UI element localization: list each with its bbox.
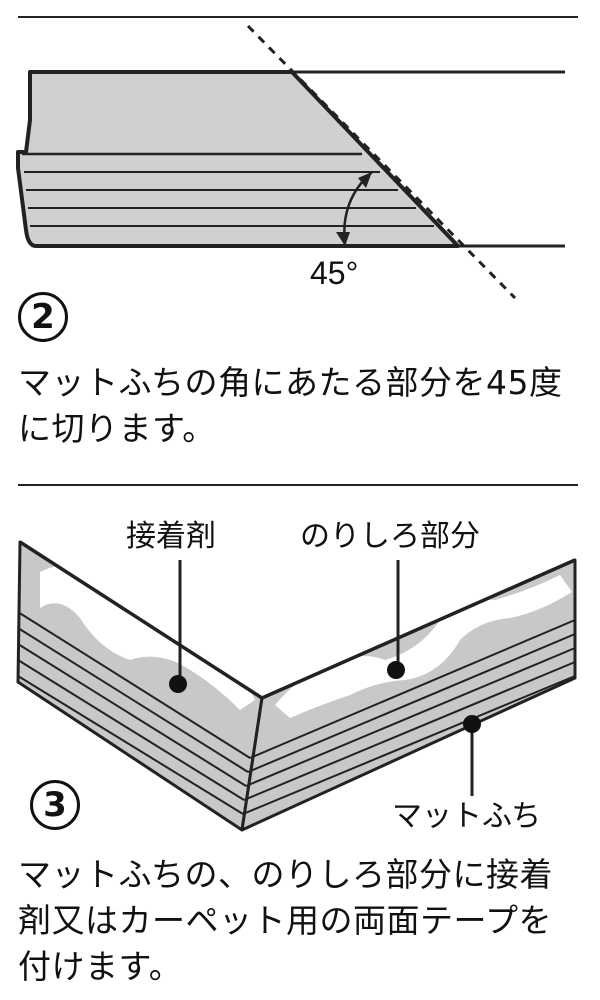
angle-label: 45° xyxy=(310,255,358,291)
adhesive-label: 接着剤 xyxy=(126,519,216,554)
corner-adhesive-diagram xyxy=(16,540,577,832)
top-divider xyxy=(18,16,578,18)
glue-margin-label: のりしろ部分 xyxy=(300,519,480,554)
layer-line xyxy=(243,661,576,801)
mat-edge-label: マットふち xyxy=(392,799,542,834)
angle-arrowhead-bottom xyxy=(336,232,350,246)
adhesive-wave-left xyxy=(40,565,255,710)
layer-line xyxy=(17,675,244,815)
layer-line xyxy=(17,627,249,773)
layer-line xyxy=(247,633,576,773)
mat-edge-piece xyxy=(16,70,460,248)
glue-margin-callout-dot xyxy=(387,661,405,679)
cut-45-degree-diagram: 45° xyxy=(16,24,565,300)
layer-line xyxy=(17,659,245,801)
middle-divider xyxy=(18,484,578,486)
step-number-badge: 2 xyxy=(18,292,68,342)
layer-line xyxy=(245,647,576,787)
angle-arrowhead-top xyxy=(358,172,372,188)
step-2-caption: マットふちの角にあたる部分を45度に切ります。 xyxy=(18,363,563,448)
layer-line xyxy=(17,643,247,787)
step-number: 3 xyxy=(43,785,67,825)
adhesive-wave-right xyxy=(275,575,572,718)
adhesive-callout-dot xyxy=(169,675,187,693)
step-3-caption: マットふちの、のりしろ部分に接着剤又はカーペット用の両面テープを付けます。 xyxy=(18,855,554,986)
cut-guide-dashed-line xyxy=(246,24,517,300)
right-top-edge xyxy=(261,558,576,700)
step-number: 2 xyxy=(31,297,55,337)
mat-edge-callout-dot xyxy=(463,715,481,733)
layer-line xyxy=(249,619,576,759)
step-number-badge: 3 xyxy=(30,780,80,830)
layer-line xyxy=(242,675,576,815)
layer-line xyxy=(17,611,251,759)
left-top-edge xyxy=(19,540,263,700)
